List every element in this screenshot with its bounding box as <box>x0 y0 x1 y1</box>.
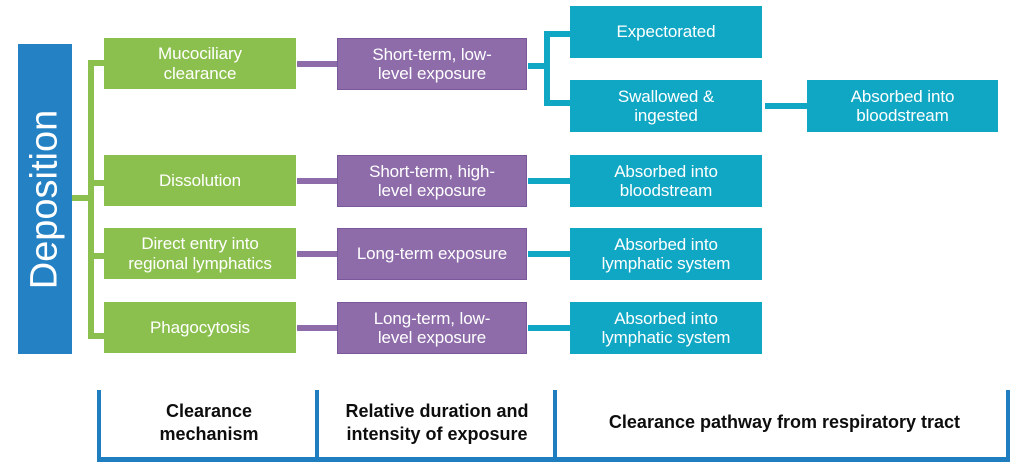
pathway-box-swallowed-ingested[interactable]: Swallowed & ingested <box>570 80 762 132</box>
connector-mechanism-2-to-exposure-2 <box>297 178 337 184</box>
connector-mechanism-3-to-exposure-3 <box>297 251 337 257</box>
bracket-pathways-short-term-low-level <box>528 31 570 106</box>
exposure-box-long-term[interactable]: Long-term exposure <box>337 228 527 280</box>
connector-root-to-mechanisms <box>72 195 94 201</box>
connector-mechanism-1-to-exposure-1 <box>297 61 337 67</box>
bracket-spine <box>544 31 550 106</box>
bracket-arm-2 <box>88 180 108 186</box>
connector-swallowed-to-absorbed-bloodstream <box>765 103 807 109</box>
legend-column-clearance-mechanism: Clearance mechanism <box>97 390 315 462</box>
pathway-box-absorbed-into-bloodstream[interactable]: Absorbed into bloodstream <box>570 155 762 207</box>
legend-label-clearance-pathway: Clearance pathway from respiratory tract <box>608 412 961 433</box>
exposure-box-short-term-low-level[interactable]: Short-term, low- level exposure <box>337 38 527 90</box>
legend-label-clearance-mechanism: Clearance mechanism <box>159 401 259 444</box>
mechanism-box-mucociliary-clearance[interactable]: Mucociliary clearance <box>104 38 296 89</box>
legend-column-clearance-pathway: Clearance pathway from respiratory tract <box>553 390 1010 462</box>
pathway-box-expectorated[interactable]: Expectorated <box>570 6 762 58</box>
connector-exposure-4-to-pathway-lymphatic-2 <box>528 325 570 331</box>
legend-divider-left <box>553 390 557 462</box>
root-node-label: Deposition <box>23 109 66 289</box>
legend-divider-left <box>315 390 319 462</box>
bracket-spine <box>88 60 94 339</box>
bracket-arm-3 <box>88 253 108 259</box>
bracket-arm-1 <box>544 31 570 37</box>
exposure-box-long-term-low-level[interactable]: Long-term, low- level exposure <box>337 302 527 354</box>
legend-divider-right-rule <box>1006 390 1010 462</box>
exposure-box-short-term-high-level[interactable]: Short-term, high- level exposure <box>337 155 527 207</box>
bracket-stub-in <box>528 63 546 69</box>
legend-underline <box>553 457 1010 462</box>
legend-divider-right <box>1006 390 1010 462</box>
mechanism-box-phagocytosis[interactable]: Phagocytosis <box>104 302 296 353</box>
mechanism-box-direct-entry-regional-lymphatics[interactable]: Direct entry into regional lymphatics <box>104 228 296 279</box>
legend-label-relative-duration-intensity: Relative duration and intensity of expos… <box>345 401 529 444</box>
legend-column-exposure: Relative duration and intensity of expos… <box>315 390 553 462</box>
root-node-deposition: Deposition <box>18 44 72 354</box>
pathway-box-absorbed-into-lymphatic-system-2[interactable]: Absorbed into lymphatic system <box>570 302 762 354</box>
bracket-arm-1 <box>88 60 108 66</box>
bracket-arm-4 <box>88 333 108 339</box>
bracket-arm-2 <box>544 100 570 106</box>
connector-mechanism-4-to-exposure-4 <box>297 325 337 331</box>
pathway-box-absorbed-into-lymphatic-system-1[interactable]: Absorbed into lymphatic system <box>570 228 762 280</box>
pathway-box-terminal-absorbed-into-bloodstream[interactable]: Absorbed into bloodstream <box>807 80 998 132</box>
connector-exposure-2-to-pathway-bloodstream <box>528 178 570 184</box>
bracket-mechanisms <box>72 60 108 339</box>
legend-divider-left <box>97 390 101 462</box>
legend-underline <box>315 457 553 462</box>
legend-underline <box>97 457 315 462</box>
mechanism-box-dissolution[interactable]: Dissolution <box>104 155 296 206</box>
connector-exposure-3-to-pathway-lymphatic-1 <box>528 251 570 257</box>
